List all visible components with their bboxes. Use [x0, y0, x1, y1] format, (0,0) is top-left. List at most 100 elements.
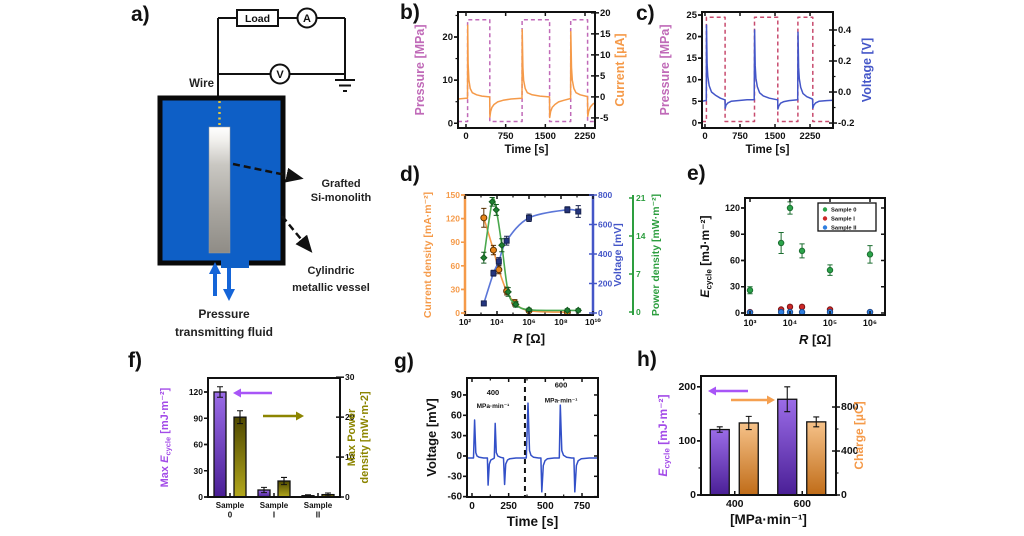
svg-text:400: 400	[598, 249, 612, 259]
svg-text:R [Ω]: R [Ω]	[799, 332, 831, 347]
panel-e-label: e)	[687, 162, 706, 185]
b-pressure-wave	[458, 19, 595, 123]
svg-text:-60: -60	[448, 492, 463, 503]
svg-text:Sample: Sample	[260, 501, 289, 510]
svg-text:Pressure [MPa]: Pressure [MPa]	[413, 24, 427, 115]
svg-text:0: 0	[692, 118, 697, 129]
svg-text:Sample I: Sample I	[831, 217, 855, 223]
svg-text:Voltage [V]: Voltage [V]	[860, 38, 874, 102]
e-legend	[817, 202, 877, 232]
svg-text:Voltage [mV]: Voltage [mV]	[424, 398, 439, 477]
svg-text:21: 21	[636, 193, 646, 203]
ground-icon	[335, 79, 355, 92]
svg-text:10⁶: 10⁶	[522, 317, 535, 327]
c-voltage-trace	[701, 24, 834, 110]
svg-text:0: 0	[198, 492, 203, 502]
svg-text:60: 60	[451, 410, 463, 421]
e-sample-0	[746, 201, 874, 295]
svg-text:-30: -30	[448, 471, 463, 482]
svg-text:90: 90	[451, 237, 461, 247]
h-charge-bars-bar-0	[738, 422, 759, 496]
voltmeter-label: V	[276, 69, 284, 81]
svg-text:0: 0	[345, 492, 350, 502]
b-current-trace	[457, 24, 596, 119]
svg-text:5: 5	[600, 71, 606, 82]
svg-text:0.4: 0.4	[838, 25, 852, 36]
svg-text:10⁵: 10⁵	[823, 318, 837, 328]
left-axis-arrow-head	[233, 388, 241, 398]
d-current-density	[480, 207, 571, 316]
svg-text:20: 20	[600, 8, 611, 19]
svg-text:Pressure [MPa]: Pressure [MPa]	[658, 24, 672, 115]
panel-h-label: h)	[637, 348, 657, 371]
svg-text:Time [s]: Time [s]	[507, 514, 559, 529]
pressure-vessel	[157, 95, 286, 268]
svg-text:0: 0	[228, 511, 233, 520]
svg-text:Sample 0: Sample 0	[831, 208, 856, 214]
d-voltage	[480, 205, 582, 307]
svg-text:10⁶: 10⁶	[863, 318, 877, 328]
monolith-annotation: Grafted Si-monolith	[232, 162, 372, 204]
svg-text:0: 0	[600, 92, 605, 103]
load-box	[236, 9, 279, 27]
svg-text:90: 90	[451, 390, 463, 401]
svg-text:Current density [mA·m⁻²]: Current density [mA·m⁻²]	[422, 192, 434, 318]
f-max-power-bars-bar-0	[233, 416, 247, 498]
svg-text:10: 10	[600, 50, 611, 61]
svg-text:Current [µA]: Current [µA]	[613, 33, 627, 106]
fluid-down-arrow-head	[223, 289, 235, 301]
f-max-ecycle-bars	[213, 386, 315, 498]
circuit-diagram: Load A V Wire	[189, 7, 355, 98]
svg-text:Charge [µC]: Charge [µC]	[852, 401, 866, 469]
svg-text:120: 120	[446, 214, 460, 224]
svg-text:20: 20	[442, 32, 453, 43]
svg-text:Time [s]: Time [s]	[746, 144, 790, 156]
panel-f-label: f)	[128, 349, 142, 372]
load-label: Load	[245, 13, 270, 25]
svg-text:20: 20	[345, 412, 355, 422]
svg-text:Time [s]: Time [s]	[505, 144, 549, 156]
right-axis-arrow-head	[767, 395, 775, 405]
vessel-label-line1: Cylindric	[307, 265, 354, 277]
svg-text:750: 750	[574, 501, 591, 512]
svg-text:14: 14	[636, 231, 646, 241]
svg-text:0.2: 0.2	[838, 56, 851, 67]
svg-text:400: 400	[841, 445, 859, 457]
vessel-label-line2: metallic vessel	[292, 282, 370, 294]
svg-text:10: 10	[442, 75, 453, 86]
svg-text:10: 10	[345, 452, 355, 462]
svg-text:15: 15	[600, 29, 611, 40]
svg-text:10⁸: 10⁸	[554, 317, 567, 327]
svg-text:7: 7	[636, 269, 641, 279]
g-voltage-trace	[467, 402, 598, 493]
svg-text:60: 60	[451, 261, 461, 271]
svg-text:30: 30	[345, 372, 355, 382]
svg-text:Max Ecycle [mJ·m⁻²]: Max Ecycle [mJ·m⁻²]	[159, 387, 172, 487]
wire-label: Wire	[189, 78, 214, 90]
svg-text:0: 0	[735, 308, 740, 318]
fluid-label-line1: Pressure	[198, 307, 250, 321]
fluid-annotation: Pressure transmitting fluid	[175, 262, 273, 339]
svg-text:100: 100	[678, 435, 696, 447]
e-sample-1	[746, 303, 874, 316]
svg-text:150: 150	[446, 190, 460, 200]
svg-text:0: 0	[448, 118, 453, 129]
svg-text:2250: 2250	[574, 131, 595, 142]
vessel-annotation: Cylindric metallic vessel	[281, 215, 370, 294]
svg-text:1500: 1500	[764, 131, 785, 142]
svg-text:-0.2: -0.2	[838, 118, 854, 129]
svg-text:25: 25	[686, 10, 697, 21]
fluid-up-arrow-head	[209, 262, 221, 274]
ammeter-label: A	[303, 13, 311, 25]
svg-text:I: I	[273, 511, 275, 520]
h-ecycle-bars	[709, 386, 798, 496]
svg-text:0: 0	[702, 131, 707, 142]
grafted-label-line2: Si-monolith	[311, 192, 372, 204]
